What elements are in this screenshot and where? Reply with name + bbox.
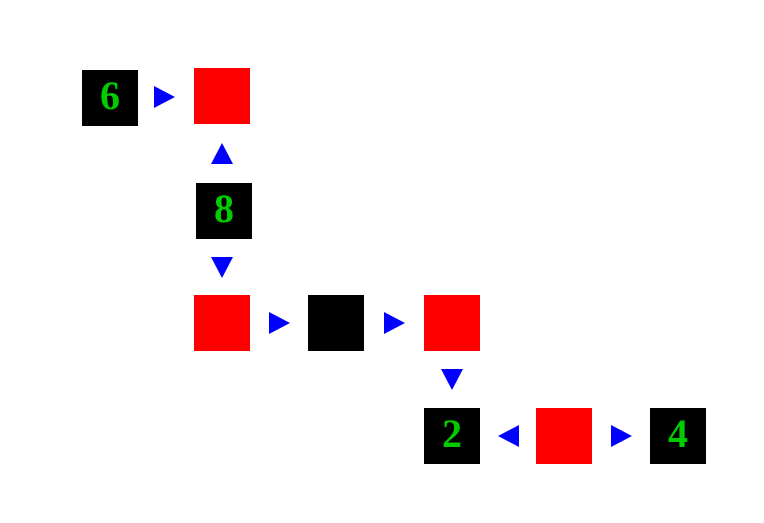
square-number-label: 6 <box>100 73 120 118</box>
arrow-left-icon <box>498 425 519 447</box>
red-square-empty <box>536 408 592 464</box>
arrow-up-icon <box>211 143 233 164</box>
red-square-empty <box>194 295 250 351</box>
black-square-8: 8 <box>196 183 252 239</box>
black-square-4: 4 <box>650 408 706 464</box>
black-square-2: 2 <box>424 408 480 464</box>
square-number-label: 8 <box>214 186 234 231</box>
square-number-label: 4 <box>668 411 688 456</box>
arrow-down-icon <box>441 369 463 390</box>
black-square-empty <box>308 295 364 351</box>
arrow-right-icon <box>384 312 405 334</box>
arrow-right-icon <box>611 425 632 447</box>
black-square-6: 6 <box>82 70 138 126</box>
square-number-label: 2 <box>442 411 462 456</box>
arrow-right-icon <box>154 86 175 108</box>
red-square-empty <box>424 295 480 351</box>
red-square-empty <box>194 68 250 124</box>
arrow-right-icon <box>269 312 290 334</box>
arrow-down-icon <box>211 257 233 278</box>
